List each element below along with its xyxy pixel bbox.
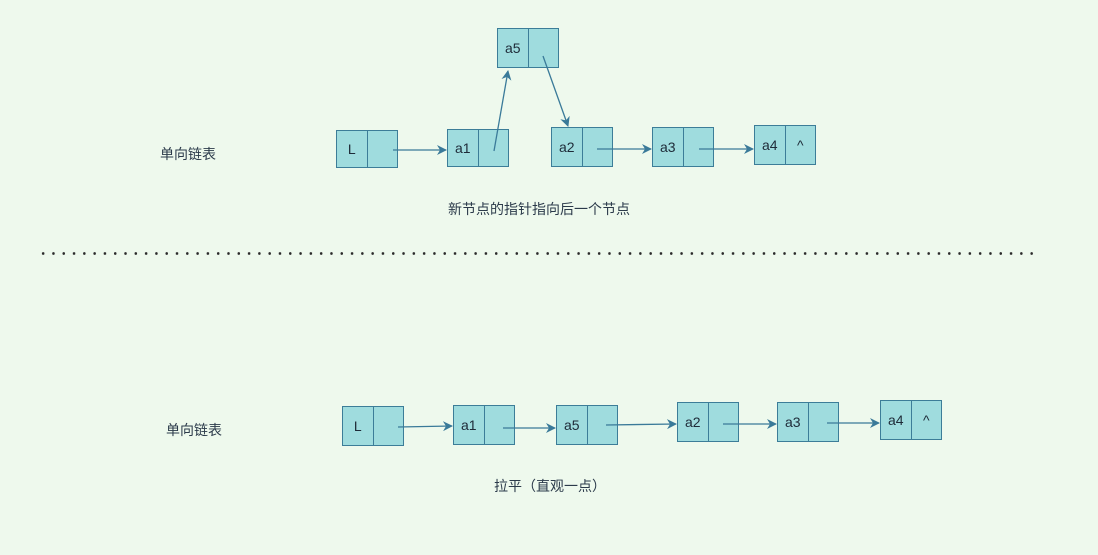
node-pointer: ^ <box>922 412 930 428</box>
top-node-a1: a1 <box>447 129 509 167</box>
bottom-node-a1: a1 <box>453 405 515 445</box>
node-data: a3 <box>778 403 809 441</box>
top-caption: 新节点的指针指向后一个节点 <box>448 201 630 217</box>
node-data: a5 <box>498 29 529 67</box>
top-arrow-a1-a5 <box>493 70 512 152</box>
node-data: L <box>337 131 368 167</box>
top-node-a5: a5 <box>497 28 559 68</box>
node-data: L <box>343 407 374 445</box>
node-data: a1 <box>454 406 485 444</box>
top-title: 单向链表 <box>160 146 216 162</box>
bottom-node-a2: a2 <box>677 402 739 442</box>
node-data: a4 <box>881 401 912 439</box>
node-data: a2 <box>678 403 709 441</box>
dotted-separator <box>38 252 1038 255</box>
node-data: a2 <box>552 128 583 166</box>
bottom-node-L: L <box>342 406 404 446</box>
bottom-arrow-L-a1 <box>397 421 453 432</box>
top-node-a2: a2 <box>551 127 613 167</box>
node-data: a3 <box>653 128 684 166</box>
top-node-L: L <box>336 130 398 168</box>
node-data: a5 <box>557 406 588 444</box>
top-node-a3: a3 <box>652 127 714 167</box>
bottom-arrow-a5-a2 <box>605 419 677 430</box>
bottom-node-a3: a3 <box>777 402 839 442</box>
bottom-node-a4: a4 ^ <box>880 400 942 440</box>
bottom-title: 单向链表 <box>166 422 222 438</box>
node-pointer: ^ <box>796 137 804 153</box>
top-arrow-a5-a2 <box>542 55 570 127</box>
node-data: a1 <box>448 130 479 166</box>
node-data: a4 <box>755 126 786 164</box>
bottom-caption: 拉平（直观一点） <box>494 478 606 494</box>
top-node-a4: a4 ^ <box>754 125 816 165</box>
